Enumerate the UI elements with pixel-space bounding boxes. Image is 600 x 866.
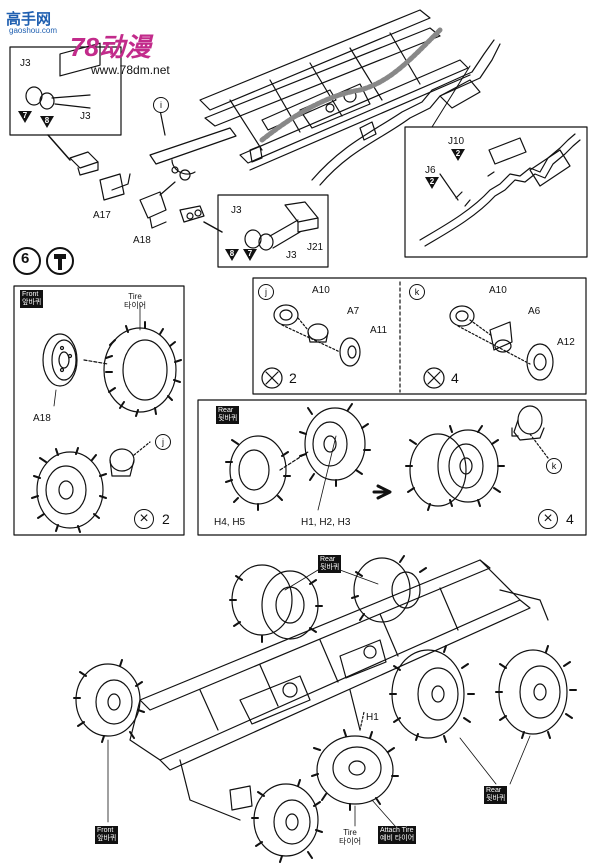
label-j3: J3 [80,111,91,122]
count-badge: 2 [451,149,465,161]
cross-icon: × [134,509,154,529]
count-badge: 8 [40,116,54,128]
count-badge: 2 [425,177,439,189]
spare-tire [311,711,399,811]
box-hub-parts [252,277,587,395]
watermark-logo: 78动漫 [70,32,151,62]
front-bottom-wheel [251,779,323,863]
cross-icon: × [538,509,558,529]
front-wheel-parts [31,321,182,533]
label-j3: J3 [231,205,242,216]
watermark-url-small: gaoshou.com [9,26,58,35]
label-tire: Tire 타이어 [124,292,147,310]
leader-lines [53,304,531,827]
glue-icon [46,247,74,275]
label-a18: A18 [133,235,151,246]
bracket-a17 [69,151,131,201]
front-left-wheel [73,659,145,743]
quantity-x2: 2 [289,370,297,386]
inset-box-reflector-left [9,46,122,136]
callout-k: k [546,458,562,474]
label-j6: J6 [425,165,436,176]
step-number-badge [13,247,41,275]
label-h4-h5: H4, H5 [214,517,246,528]
rear-wheel-tag: Rear 뒷바퀴 [216,406,240,424]
count-badge: 7 [243,249,257,261]
attach-tire-tag: Attach Tire 예비 타이어 [378,826,417,844]
label-a10: A10 [489,285,507,296]
exhaust-route-hatch [259,27,443,143]
callout-i: i [153,97,169,113]
label-h1: H1 [366,712,379,723]
label-a6: A6 [528,306,541,317]
label-a10: A10 [312,285,330,296]
label-a7: A7 [347,306,360,317]
hub-parts-j [261,304,361,389]
quantity-x4: 4 [451,370,459,386]
rear-top-tag: Rear 뒷바퀴 [318,555,342,573]
box-front-wheel [13,285,185,536]
callout-j: j [258,284,274,300]
callout-j: j [155,434,171,450]
label-j3: J3 [286,250,297,261]
watermark-brand: 高手网 [6,11,52,28]
quantity-x4: 4 [566,511,574,527]
count-badge: 7 [18,111,32,123]
bumper-assembly [139,97,237,229]
exhaust-pipe [311,39,501,186]
box-rear-wheel [197,399,587,536]
rear-right-tag: Rear 뒷바퀴 [484,786,508,804]
front-bottom-tag: Front 앞바퀴 [95,826,119,844]
label-a18: A18 [33,413,51,424]
main-chassis [129,559,549,821]
muffler-detail [419,133,581,247]
callout-k: k [409,284,425,300]
step-number: 6 [21,250,30,267]
inset-box-muffler [404,126,588,258]
inset-box-reflector-right [217,194,329,268]
label-j3: J3 [20,58,31,69]
label-tire-bottom: Tire 타이어 [339,828,362,846]
hub-parts-k [423,305,554,389]
label-j10: J10 [448,136,465,147]
chassis-frame-top [199,9,471,171]
label-a17: A17 [93,210,111,221]
count-badge: 8 [225,249,239,261]
label-a12: A12 [557,337,575,348]
label-j21: J21 [307,242,324,253]
rear-top-wheels [229,555,427,643]
reflector-parts-left [25,42,101,110]
reflector-parts-right [244,201,319,251]
rear-right-wheels [389,645,577,743]
label-a11: A11 [370,325,388,336]
label-h1-h2-h3: H1, H2, H3 [301,517,351,528]
watermark-url: www.78dm.net [91,63,170,77]
quantity-x2: 2 [162,511,170,527]
front-wheel-tag: Front 앞바퀴 [20,290,44,308]
rear-wheel-parts [225,403,549,511]
